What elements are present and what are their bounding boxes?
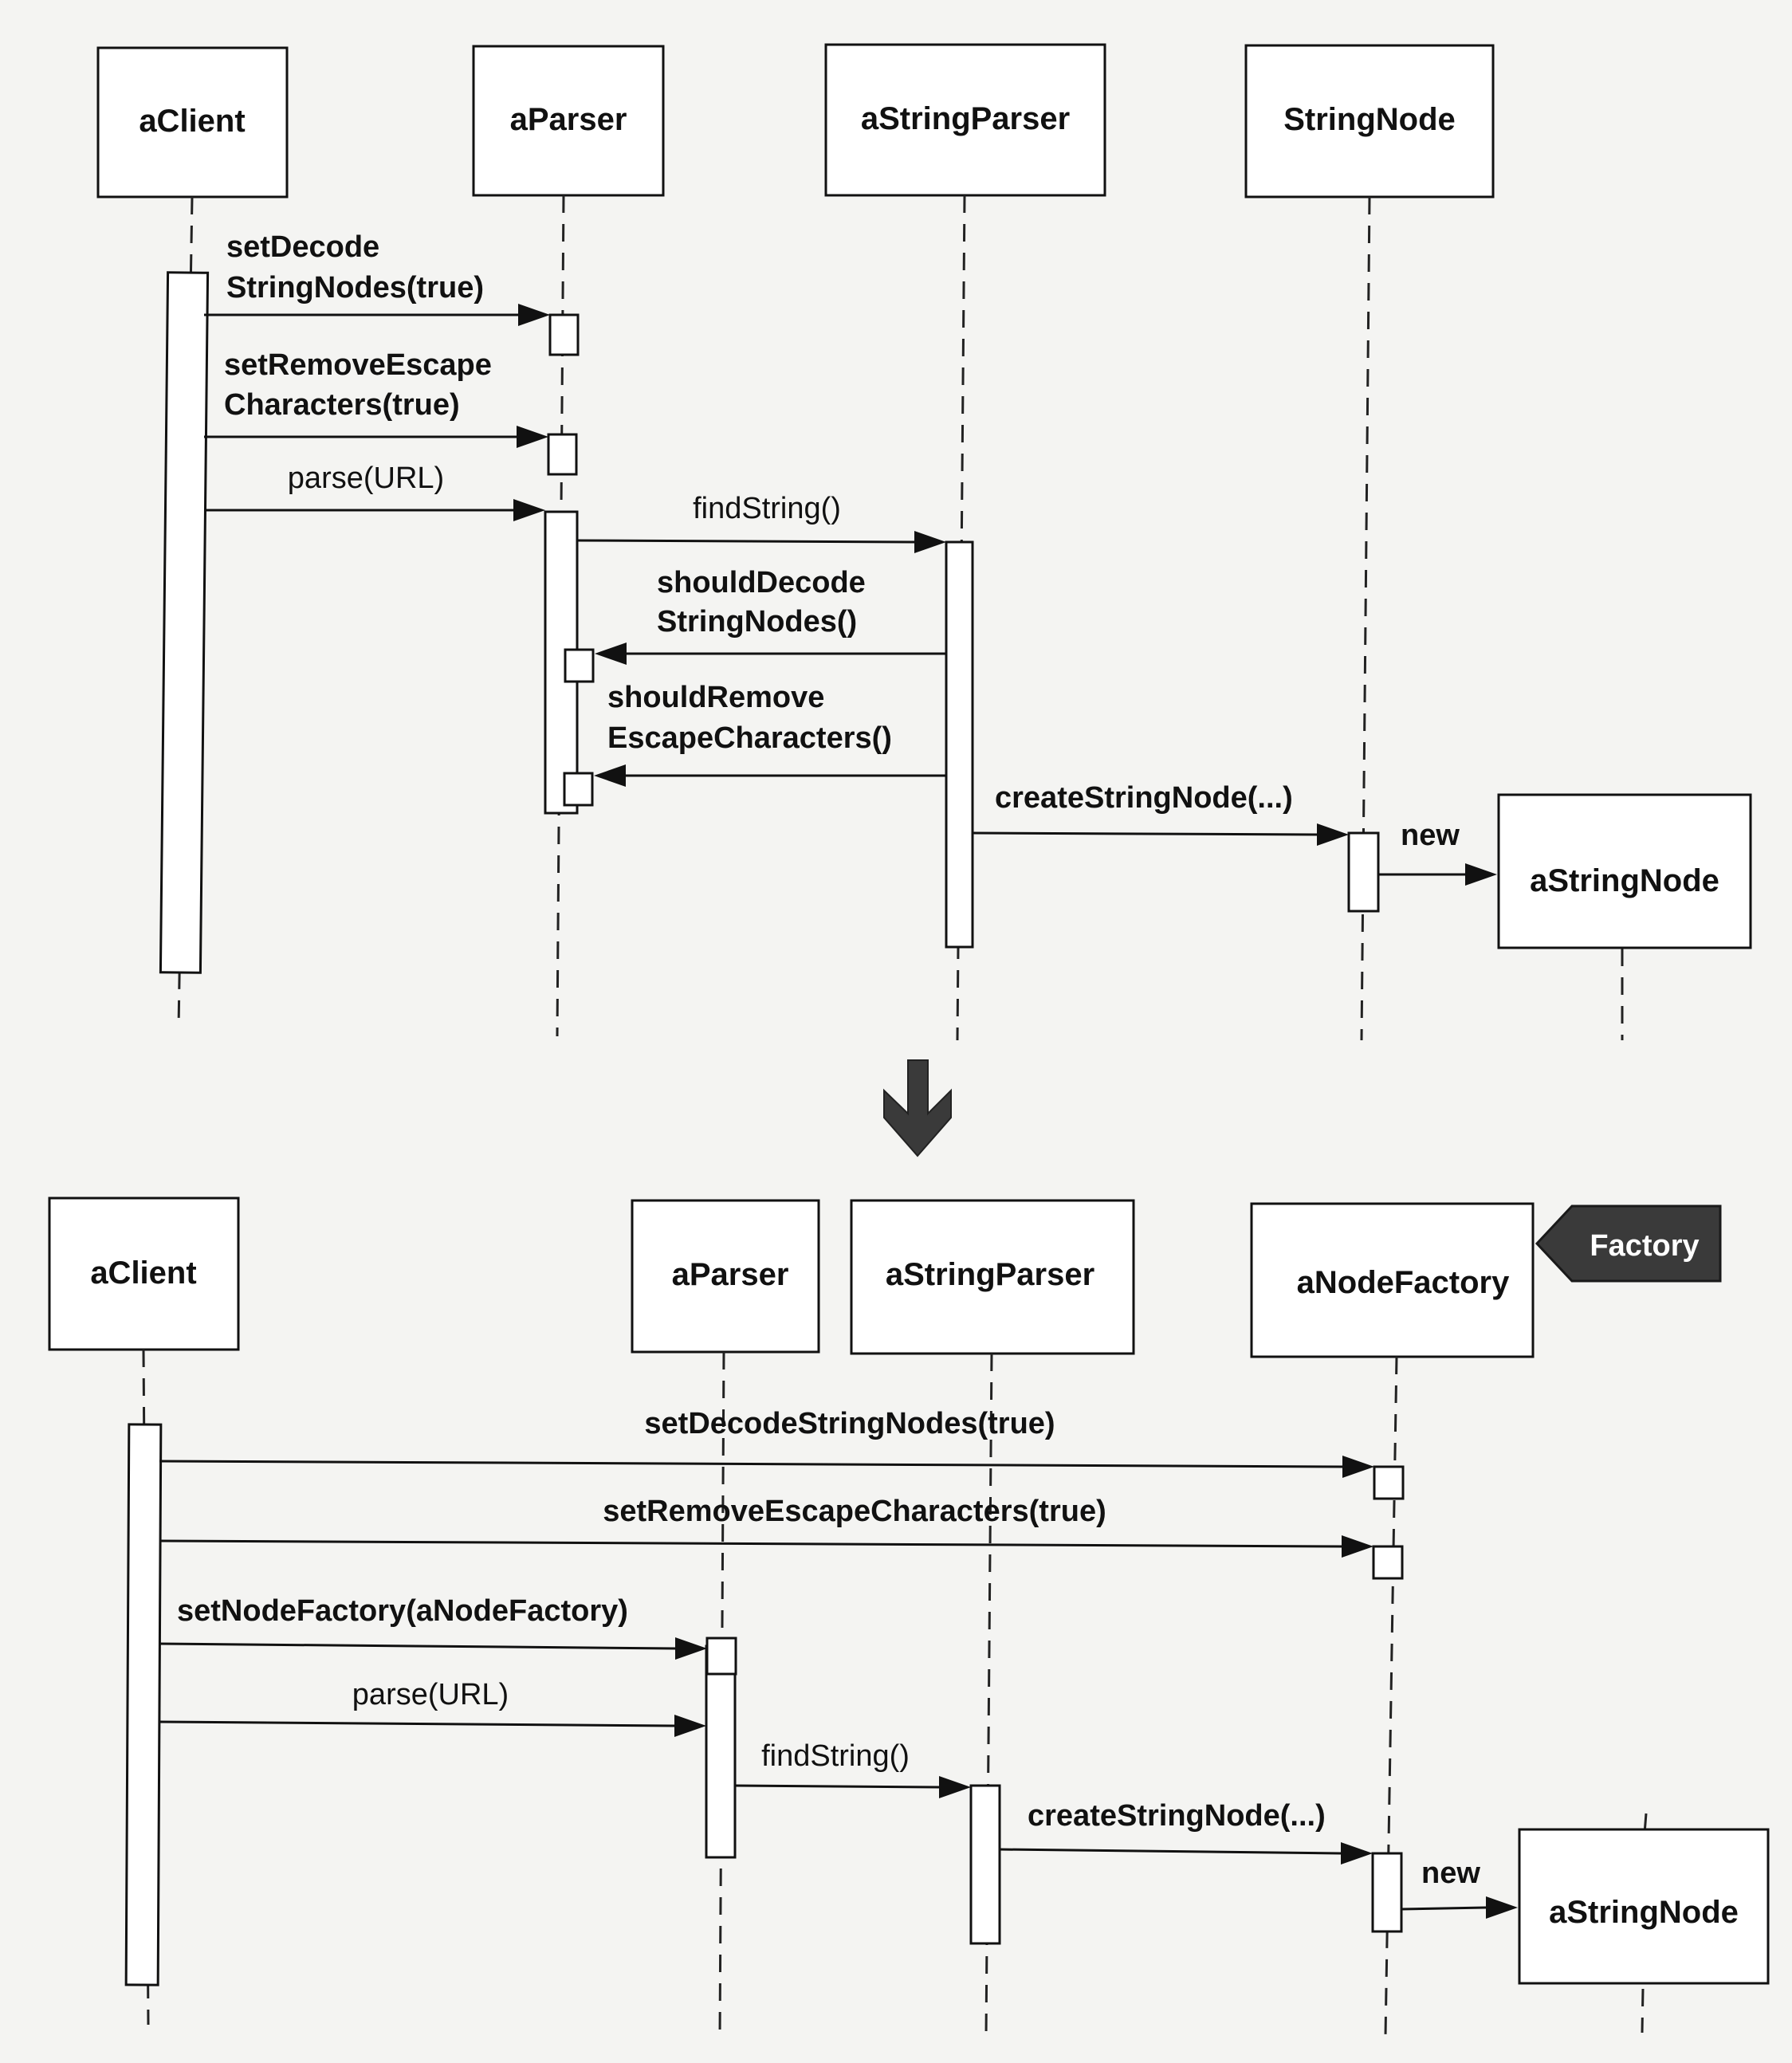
bottom-message-findstring-label: findString() <box>761 1739 910 1773</box>
bottom-object-astringparser: aStringParser <box>850 1199 1135 1355</box>
top-object-aclient: aClient <box>96 46 289 198</box>
bottom-activation-anodefactory-create <box>1371 1852 1403 1933</box>
bottom-activation-aparser-parse <box>705 1645 737 1859</box>
bottom-sequence-diagram: aClient aParser aStringParser aNodeFacto… <box>48 1197 1770 2037</box>
top-activation-stringnode <box>1347 831 1380 913</box>
top-message-parse-label: parse(URL) <box>288 462 444 495</box>
bottom-object-aparser-label: aParser <box>672 1257 789 1292</box>
top-object-aparser-label: aParser <box>510 102 627 137</box>
bottom-object-astringnode-label: aStringNode <box>1549 1895 1739 1930</box>
top-object-aparser: aParser <box>472 45 665 197</box>
top-object-stringnode-label: StringNode <box>1283 102 1456 137</box>
bottom-message-setremove: setRemoveEscapeCharacters(true) <box>159 1495 1373 1558</box>
bottom-message-createstringnode-label: createStringNode(...) <box>1028 1799 1326 1833</box>
bottom-object-aclient-label: aClient <box>90 1255 196 1291</box>
bottom-lifeline-astringnode <box>1641 1988 1645 2034</box>
top-message-new: new <box>1378 819 1497 886</box>
top-activation-astringparser <box>945 540 974 949</box>
bottom-message-parse-label: parse(URL) <box>352 1678 509 1711</box>
bottom-message-parse: parse(URL) <box>159 1678 706 1737</box>
top-message-findstring: findString() <box>576 492 946 553</box>
top-object-astringnode: aStringNode <box>1497 793 1752 949</box>
bottom-message-setremove-label: setRemoveEscapeCharacters(true) <box>603 1495 1106 1528</box>
top-message-shouldremove-label-line1: shouldRemove <box>607 681 824 714</box>
top-activation-aparser-setdecode <box>548 313 580 356</box>
bottom-message-setdecode: setDecodeStringNodes(true) <box>159 1407 1374 1478</box>
bottom-object-anodefactory-label: aNodeFactory <box>1297 1265 1510 1300</box>
bottom-activation-anodefactory-setdecode <box>1373 1465 1405 1500</box>
top-message-setdecode-label-line1: setDecode <box>226 230 379 264</box>
top-object-astringparser-label: aStringParser <box>861 101 1070 136</box>
top-object-astringnode-label: aStringNode <box>1530 863 1719 898</box>
top-message-shoulddecode-label-line2: StringNodes() <box>657 605 857 639</box>
top-message-setdecode-label-line2: StringNodes(true) <box>226 271 484 305</box>
bottom-message-new: new <box>1401 1857 1518 1919</box>
down-arrow-icon <box>883 1059 952 1157</box>
top-message-shoulddecode-label-line1: shouldDecode <box>657 566 866 599</box>
top-message-createstringnode-label: createStringNode(...) <box>995 781 1293 815</box>
top-message-parse: parse(URL) <box>204 462 545 521</box>
top-message-setremove-label-line1: setRemoveEscape <box>224 348 492 382</box>
bottom-object-aparser: aParser <box>631 1199 820 1354</box>
top-message-setremove: setRemoveEscape Characters(true) <box>204 348 548 448</box>
bottom-object-anodefactory: aNodeFactory <box>1250 1202 1535 1358</box>
bottom-message-findstring: findString() <box>734 1739 971 1798</box>
top-object-astringparser: aStringParser <box>824 43 1106 197</box>
bottom-message-createstringnode: createStringNode(...) <box>999 1799 1373 1865</box>
top-message-new-label: new <box>1401 819 1460 852</box>
top-lifeline-aparser <box>556 195 565 1037</box>
top-sequence-diagram: aClient aParser aStringParser StringNode <box>96 43 1752 1041</box>
bottom-activation-aclient <box>124 1423 163 1986</box>
top-message-createstringnode: createStringNode(...) <box>972 781 1349 846</box>
top-lifeline-stringnode <box>1360 196 1371 1041</box>
top-object-stringnode: StringNode <box>1244 44 1495 198</box>
top-message-shoulddecode: shouldDecode StringNodes() <box>595 566 946 665</box>
factory-pattern-tag-label: Factory <box>1590 1229 1699 1263</box>
bottom-message-setnodefactory-label: setNodeFactory(aNodeFactory) <box>177 1594 628 1628</box>
top-activation-aparser-setremove <box>547 433 578 476</box>
top-object-aclient-label: aClient <box>139 104 245 139</box>
bottom-message-setnodefactory: setNodeFactory(aNodeFactory) <box>159 1594 707 1660</box>
top-activation-aparser-shoulddecode <box>564 648 595 683</box>
bottom-message-new-label: new <box>1421 1857 1480 1890</box>
top-activation-aparser-shouldremove <box>563 772 594 807</box>
bottom-lifeline-anodefactory <box>1384 1356 1398 2037</box>
factory-pattern-tag: Factory <box>1535 1204 1722 1283</box>
bottom-activation-anodefactory-setremove <box>1372 1545 1404 1580</box>
bottom-object-astringparser-label: aStringParser <box>886 1257 1094 1292</box>
bottom-object-astringnode: aStringNode <box>1518 1828 1770 1985</box>
top-message-shouldremove: shouldRemove EscapeCharacters() <box>594 681 946 787</box>
bottom-activation-aparser-setnodefactory <box>705 1637 737 1676</box>
top-message-setdecode: setDecode StringNodes(true) <box>204 230 550 326</box>
bottom-activation-astringparser <box>969 1784 1001 1945</box>
top-activation-aclient <box>159 271 210 974</box>
bottom-message-setdecode-label: setDecodeStringNodes(true) <box>644 1407 1055 1440</box>
bottom-object-aclient: aClient <box>48 1197 240 1351</box>
top-message-setremove-label-line2: Characters(true) <box>224 388 460 422</box>
top-message-findstring-label: findString() <box>693 492 841 525</box>
top-message-shouldremove-label-line2: EscapeCharacters() <box>607 721 892 755</box>
